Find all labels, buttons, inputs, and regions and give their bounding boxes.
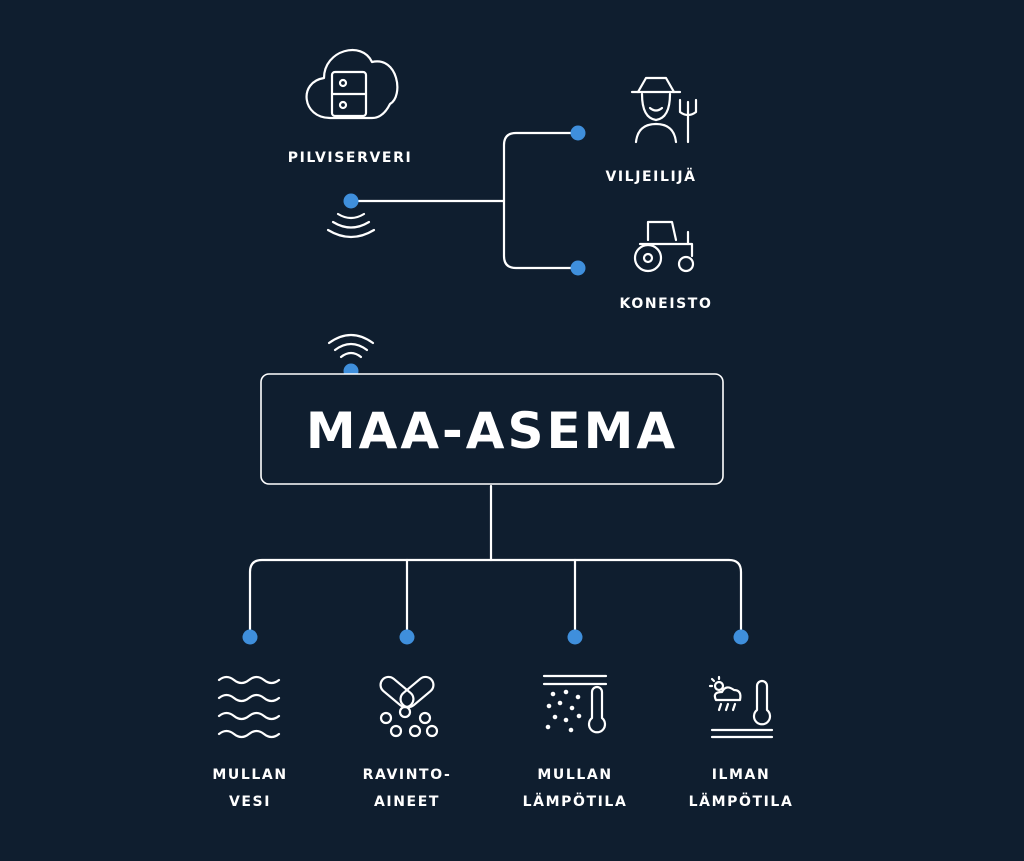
sensor-label-line2: AINEET <box>374 794 440 810</box>
sensor-label-line2: LÄMPÖTILA <box>523 792 628 810</box>
weather-thermometer-icon <box>708 675 774 739</box>
tractor-icon <box>633 220 695 273</box>
sensor-label-line1: ILMAN <box>712 767 771 783</box>
farmer-node-dot <box>570 125 586 141</box>
sensor-label-line2: VESI <box>229 794 271 810</box>
cloud-server-icon <box>305 48 399 120</box>
cloud-wifi-icon <box>326 212 376 239</box>
farmer-label: VILJEILIJÄ <box>605 168 696 185</box>
sensor-label-line2: LÄMPÖTILA <box>689 792 794 810</box>
sensor-node-dot <box>399 629 415 645</box>
soil-thermometer-icon <box>542 674 608 734</box>
hub-box <box>260 373 724 485</box>
water-waves-icon <box>217 675 281 739</box>
sensor-tree-lines <box>248 484 743 639</box>
cloud-branch-lines <box>349 131 580 270</box>
hub-wifi-icon <box>327 333 375 359</box>
cloud-label: PILVISERVERI <box>288 150 413 166</box>
sensor-label-line1: RAVINTO- <box>363 767 452 783</box>
sensor-node-dot <box>733 629 749 645</box>
sensor-node-dot <box>567 629 583 645</box>
hub-title: MAA-ASEMA <box>306 402 678 460</box>
tractor-node-dot <box>570 260 586 276</box>
sensor-node-dot <box>242 629 258 645</box>
nutrients-icon <box>379 675 439 738</box>
cloud-node-dot <box>343 193 359 209</box>
sensor-label-line1: MULLAN <box>212 767 287 783</box>
farmer-icon <box>630 76 698 144</box>
sensor-label-line1: MULLAN <box>537 767 612 783</box>
tractor-label: KONEISTO <box>620 296 713 312</box>
